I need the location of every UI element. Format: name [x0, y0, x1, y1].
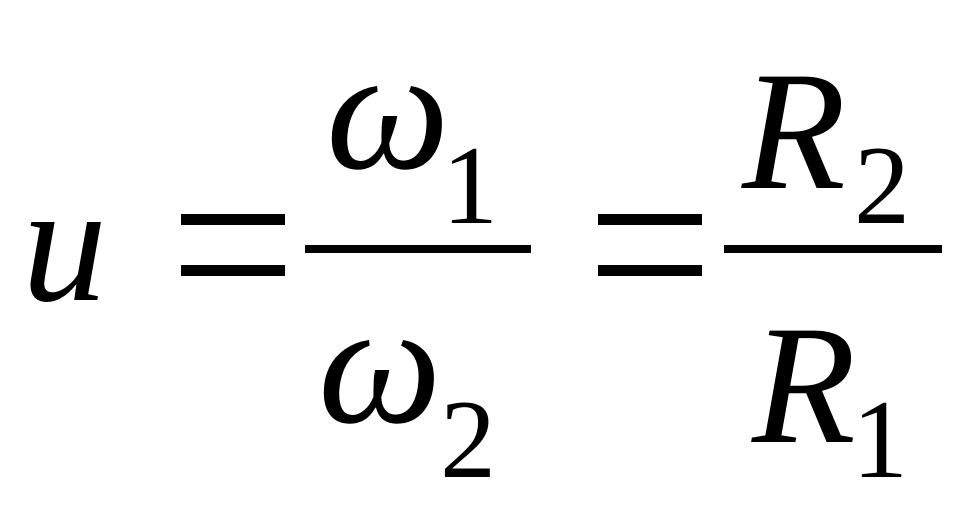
radius-numerator: R [742, 37, 846, 225]
radius-denominator: R [752, 291, 856, 479]
equals-sign-2 [598, 214, 702, 276]
omega-denominator: ω [318, 266, 442, 460]
variable-u: u [22, 149, 107, 337]
equals-sign-1 [181, 214, 285, 276]
omega-denominator-subscript: 2 [440, 378, 496, 502]
radius-denominator-subscript: 1 [852, 378, 908, 502]
fraction-bar-2 [724, 245, 942, 253]
radius-numerator-subscript: 2 [854, 124, 910, 248]
omega-numerator: ω [326, 12, 450, 206]
fraction-bar-1 [305, 245, 531, 253]
omega-numerator-subscript: 1 [442, 124, 498, 248]
